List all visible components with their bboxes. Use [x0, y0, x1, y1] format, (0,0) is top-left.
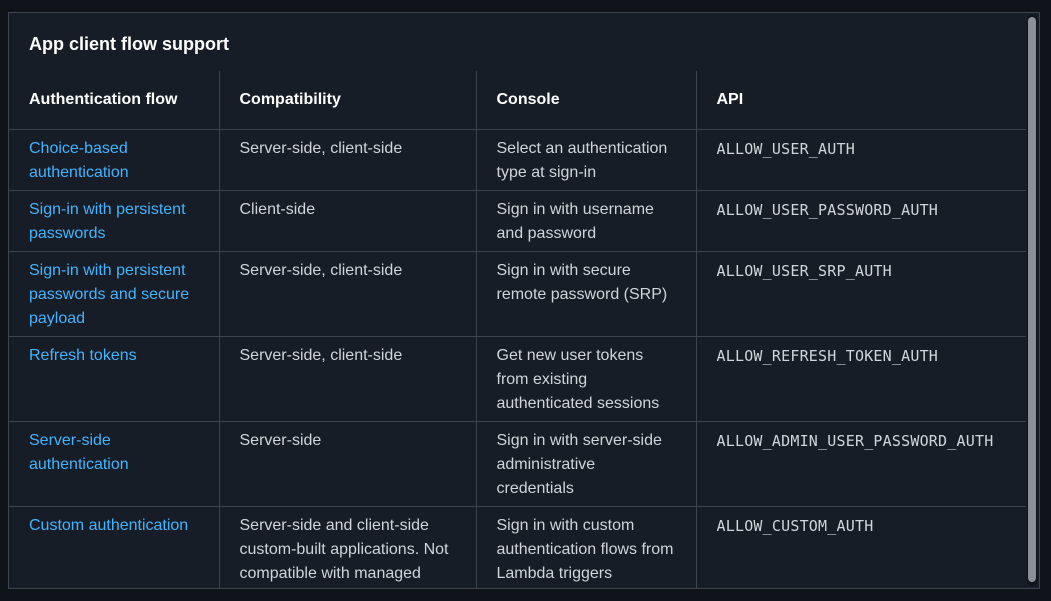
scrollbar-thumb[interactable]	[1028, 17, 1036, 582]
cell-console: Get new user tokens from existing authen…	[475, 336, 696, 422]
table-header-row: Authentication flow Compatibility Consol…	[9, 71, 1026, 130]
cell-api: ALLOW_CUSTOM_AUTH	[695, 506, 1026, 588]
header-api: API	[695, 71, 1026, 130]
cell-compatibility: Server-side and client-side custom-built…	[218, 506, 476, 588]
header-console: Console	[475, 71, 696, 130]
cell-compatibility: Server-side, client-side	[218, 336, 476, 422]
cell-api: ALLOW_REFRESH_TOKEN_AUTH	[695, 336, 1026, 422]
flow-link-choice-based[interactable]: Choice-based authentication	[29, 139, 129, 181]
header-compatibility: Compatibility	[218, 71, 476, 130]
cell-flow: Choice-based authentication	[9, 129, 219, 191]
cell-api: ALLOW_USER_SRP_AUTH	[695, 251, 1026, 337]
flow-link-custom[interactable]: Custom authentication	[29, 516, 189, 534]
cell-compatibility: Client-side	[218, 190, 476, 252]
table-row: Choice-based authentication Server-side,…	[9, 129, 1026, 191]
cell-api: ALLOW_USER_AUTH	[695, 129, 1026, 191]
table-row: Sign-in with persistent passwords and se…	[9, 251, 1026, 337]
cell-compatibility: Server-side, client-side	[218, 251, 476, 337]
flow-link-server-side[interactable]: Server-side authentication	[29, 431, 129, 473]
cell-compatibility: Server-side, client-side	[218, 129, 476, 191]
app-client-flow-panel: App client flow support Authentication f…	[8, 12, 1040, 589]
cell-flow: Sign-in with persistent passwords and se…	[9, 251, 219, 337]
flow-support-table: Authentication flow Compatibility Consol…	[9, 71, 1026, 588]
cell-flow: Custom authentication	[9, 506, 219, 588]
cell-console: Sign in with server-side administrative …	[475, 421, 696, 507]
cell-console: Sign in with username and password	[475, 190, 696, 252]
vertical-scrollbar[interactable]	[1027, 15, 1037, 586]
table-row: Sign-in with persistent passwords Client…	[9, 190, 1026, 252]
flow-link-secure-payload[interactable]: Sign-in with persistent passwords and se…	[29, 261, 190, 327]
cell-console: Select an authentication type at sign-in	[475, 129, 696, 191]
cell-api: ALLOW_USER_PASSWORD_AUTH	[695, 190, 1026, 252]
cell-console: Sign in with secure remote password (SRP…	[475, 251, 696, 337]
cell-compatibility: Server-side	[218, 421, 476, 507]
cell-console: Sign in with custom authentication flows…	[475, 506, 696, 588]
cell-flow: Server-side authentication	[9, 421, 219, 507]
cell-flow: Sign-in with persistent passwords	[9, 190, 219, 252]
panel-title: App client flow support	[29, 34, 229, 54]
table-row: Refresh tokens Server-side, client-side …	[9, 336, 1026, 422]
flow-link-persistent-passwords[interactable]: Sign-in with persistent passwords	[29, 200, 186, 242]
cell-flow: Refresh tokens	[9, 336, 219, 422]
table-row: Server-side authentication Server-side S…	[9, 421, 1026, 507]
header-authentication-flow: Authentication flow	[9, 71, 219, 130]
table-row: Custom authentication Server-side and cl…	[9, 506, 1026, 588]
cell-api: ALLOW_ADMIN_USER_PASSWORD_AUTH	[695, 421, 1026, 507]
flow-link-refresh-tokens[interactable]: Refresh tokens	[29, 346, 137, 364]
